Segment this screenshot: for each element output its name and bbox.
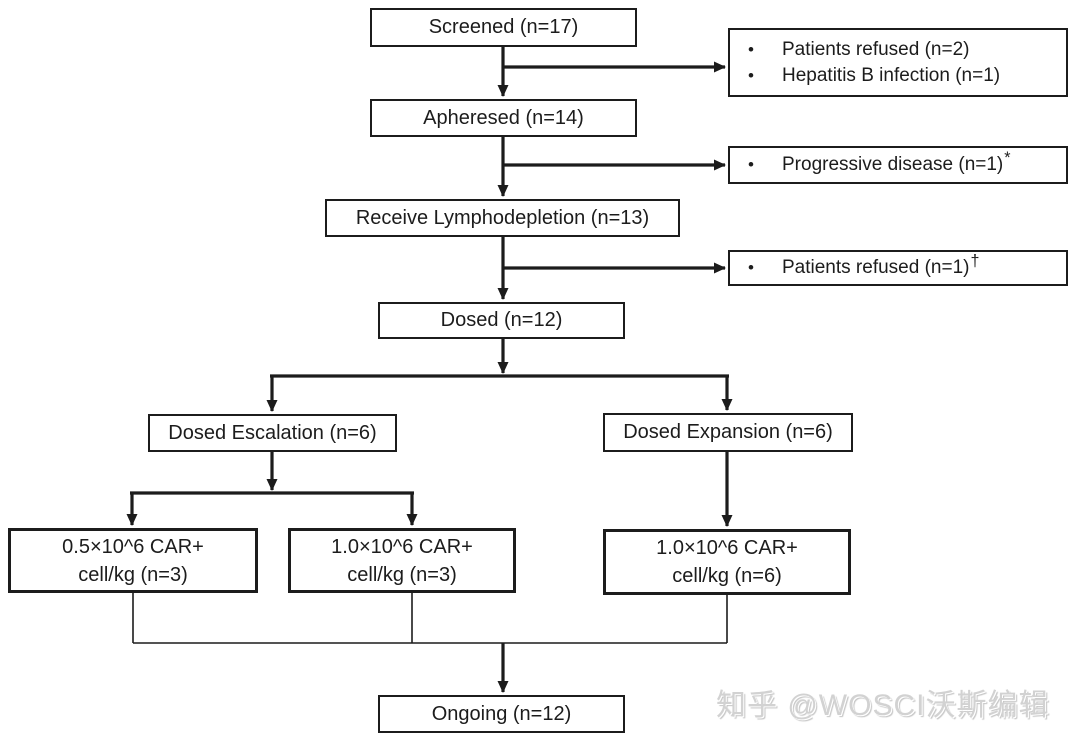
node-dosed-label: Dosed (n=12) xyxy=(440,309,563,331)
exclusion-text-hepatitis-b: Hepatitis B infection (n=1) xyxy=(782,64,1001,86)
node-dosed-escalation: Dosed Escalation (n=6) xyxy=(148,414,397,452)
exclusion-box-screened: • Patients refused (n=2) • Hepatitis B i… xyxy=(728,28,1068,97)
node-dose-10e6-car-expansion-line1: 1.0×10^6 CAR+ xyxy=(656,537,798,559)
node-apheresed: Apheresed (n=14) xyxy=(370,99,637,137)
node-dose-05e6-car-line2: cell/kg (n=3) xyxy=(78,563,188,586)
node-dosed-expansion: Dosed Expansion (n=6) xyxy=(603,413,853,452)
node-dose-05e6-car-line1: 0.5×10^6 CAR+ xyxy=(62,535,204,558)
node-dosed-expansion-label: Dosed Expansion (n=6) xyxy=(623,421,833,443)
exclusion-text-progressive-disease: Progressive disease (n=1)* xyxy=(782,148,1011,178)
node-dose-10e6-car-escalation: 1.0×10^6 CAR+ cell/kg (n=3) xyxy=(288,528,516,593)
node-dose-10e6-car-escalation-line1: 1.0×10^6 CAR+ xyxy=(331,535,473,558)
exclusion-item: • Patients refused (n=2) xyxy=(748,37,1066,63)
node-dosed-escalation-label: Dosed Escalation (n=6) xyxy=(168,421,377,444)
node-ongoing-label: Ongoing (n=12) xyxy=(431,702,572,725)
node-dose-10e6-car-expansion: 1.0×10^6 CAR+ cell/kg (n=6) xyxy=(603,529,851,595)
dagger-superscript: † xyxy=(970,251,980,270)
exclusion-text-patients-refused-1: Patients refused (n=1)† xyxy=(782,251,980,281)
node-dose-10e6-car-escalation-line2: cell/kg (n=3) xyxy=(347,563,457,586)
node-lymphodepletion: Receive Lymphodepletion (n=13) xyxy=(325,199,680,237)
node-screened: Screened (n=17) xyxy=(370,8,637,47)
bullet-icon: • xyxy=(748,258,754,277)
node-apheresed-label: Apheresed (n=14) xyxy=(423,106,584,129)
exclusion-item: • Hepatitis B infection (n=1) xyxy=(748,63,1066,89)
exclusion-text: Patients refused (n=1) xyxy=(782,257,970,278)
exclusion-box-apheresed: • Progressive disease (n=1)* xyxy=(728,146,1068,184)
exclusion-text: Progressive disease (n=1) xyxy=(782,154,1004,175)
node-screened-label: Screened (n=17) xyxy=(428,16,579,38)
exclusion-text-patients-refused-2: Patients refused (n=2) xyxy=(782,38,970,60)
node-ongoing: Ongoing (n=12) xyxy=(378,695,625,733)
bullet-icon: • xyxy=(748,39,754,59)
bullet-icon: • xyxy=(748,155,754,174)
node-dose-05e6-car: 0.5×10^6 CAR+ cell/kg (n=3) xyxy=(8,528,258,593)
exclusion-box-lymphodepletion: • Patients refused (n=1)† xyxy=(728,250,1068,286)
node-dose-10e6-car-expansion-line2: cell/kg (n=6) xyxy=(672,565,782,587)
exclusion-item: • Patients refused (n=1)† xyxy=(748,251,1066,281)
bullet-icon: • xyxy=(748,65,754,85)
asterisk-superscript: * xyxy=(1004,148,1011,167)
exclusion-item: • Progressive disease (n=1)* xyxy=(748,148,1066,178)
node-lymphodepletion-label: Receive Lymphodepletion (n=13) xyxy=(355,206,650,229)
zhihu-watermark: 知乎 @WOSCI沃斯编辑 xyxy=(716,689,1050,722)
node-dosed: Dosed (n=12) xyxy=(378,302,625,339)
